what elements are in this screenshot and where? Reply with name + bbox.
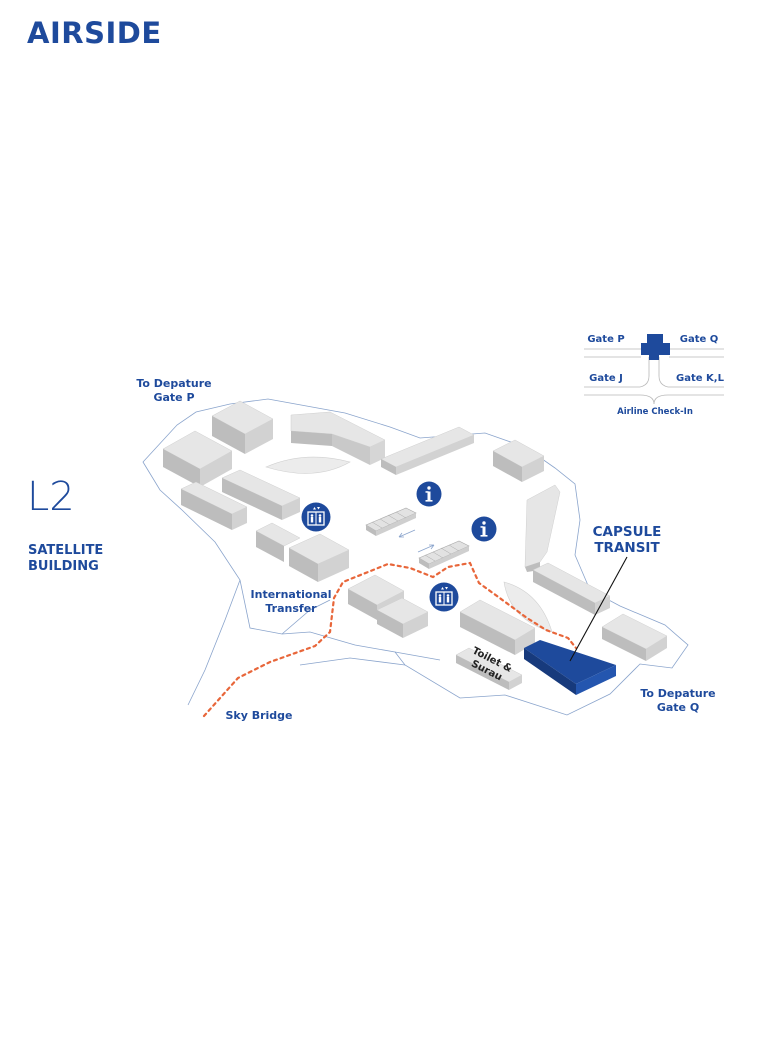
gate-q-label-line2: Gate Q <box>657 701 699 714</box>
planter <box>503 581 553 633</box>
capsule-transit-line1: CAPSULE <box>593 524 662 540</box>
building-block <box>221 469 301 520</box>
capsule-transit-block <box>524 640 616 695</box>
building-label: SATELLITE BUILDING <box>28 543 104 574</box>
key-checkin: Airline Check-In <box>617 407 693 417</box>
toilet-block <box>455 647 523 690</box>
capsule-transit-line2: TRANSIT <box>594 540 660 556</box>
building-block <box>601 613 668 661</box>
building-block <box>380 426 475 475</box>
capsule-pointer-line <box>569 556 628 662</box>
international-transfer-line2: Transfer <box>265 602 317 615</box>
key-gate-j: Gate J <box>589 373 623 384</box>
building-block <box>492 439 545 482</box>
key-gate-kl: Gate K,L <box>676 373 725 384</box>
gate-q-label-line1: To Depature <box>640 687 715 700</box>
building-block <box>459 599 536 655</box>
building-block <box>376 597 429 638</box>
building-block <box>162 430 233 487</box>
sky-bridge-label: Sky Bridge <box>225 709 292 722</box>
satellite-building-marker <box>641 334 670 360</box>
gate-p-label-line2: Gate P <box>153 391 194 404</box>
elevator-icon[interactable] <box>300 501 332 533</box>
level-label: L2 <box>27 474 75 520</box>
escalator <box>418 540 470 569</box>
arrow-icon <box>398 529 416 538</box>
escalator <box>365 507 417 536</box>
international-transfer-line1: International <box>251 588 332 601</box>
building-block <box>524 484 561 572</box>
building-block <box>288 533 350 582</box>
arrow-icon <box>417 544 435 553</box>
walking-route <box>202 561 578 718</box>
gate-p-label-line1: To Depature <box>136 377 211 390</box>
building-block <box>532 562 611 615</box>
info-icon[interactable] <box>416 481 442 507</box>
key-gate-p: Gate P <box>587 334 624 345</box>
elevator-icon[interactable] <box>428 581 460 613</box>
building-block <box>211 400 274 454</box>
floor-outline <box>142 398 689 716</box>
key-map: Gate P Gate Q Gate J Gate K,L Airline Ch… <box>584 334 725 417</box>
planter <box>265 456 351 474</box>
building-block <box>255 522 301 562</box>
building-block <box>180 481 248 530</box>
key-gate-q: Gate Q <box>680 334 719 345</box>
info-icon[interactable] <box>471 516 497 542</box>
page-title: AIRSIDE <box>27 16 162 50</box>
